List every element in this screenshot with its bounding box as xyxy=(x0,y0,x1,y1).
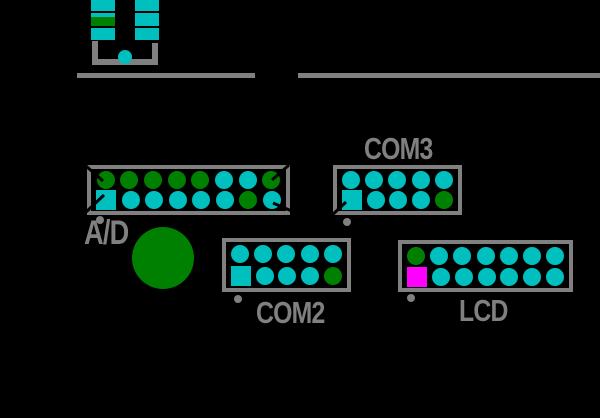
pin-circle xyxy=(523,267,542,286)
connector-label-com2: COM2 xyxy=(256,295,325,330)
pin-circle xyxy=(434,171,453,189)
pin-circle xyxy=(388,171,407,189)
big-green-circle xyxy=(132,227,194,289)
pin1-marker-dot xyxy=(407,294,415,302)
pin1-marker-dot xyxy=(96,216,104,224)
connector-lcd xyxy=(398,240,573,292)
bracket-bar xyxy=(92,41,98,65)
pin-row xyxy=(226,265,347,287)
connector-label-ad: A/D xyxy=(84,214,129,252)
pin-circle xyxy=(453,246,472,265)
pin-row xyxy=(91,190,286,210)
pin-row xyxy=(337,190,458,210)
pin-circle xyxy=(454,267,473,286)
connector-label-lcd: LCD xyxy=(459,293,508,328)
pin-circle xyxy=(365,171,384,189)
pin-circle xyxy=(143,171,162,189)
connector-com2 xyxy=(222,238,351,292)
bead-circle xyxy=(118,50,132,64)
pin-circle xyxy=(231,245,250,263)
pin-circle xyxy=(477,267,496,286)
pin-circle xyxy=(499,246,518,265)
pin-circle xyxy=(301,267,320,285)
bracket-bar xyxy=(152,43,158,65)
pin-circle xyxy=(324,267,343,285)
pin-circle xyxy=(435,191,454,209)
pin-circle xyxy=(96,171,115,189)
pin-circle xyxy=(431,267,450,286)
pin-circle xyxy=(262,171,281,189)
pin-row xyxy=(402,245,569,266)
pin-circle xyxy=(214,171,233,189)
pin-circle xyxy=(476,246,495,265)
pin1-square xyxy=(341,190,362,210)
pin-circle xyxy=(121,191,140,209)
pin-circle xyxy=(407,246,426,265)
component-block xyxy=(91,0,115,11)
pin-circle xyxy=(167,171,186,189)
pin-circle xyxy=(238,171,257,189)
pin-circle xyxy=(120,171,139,189)
pin-circle xyxy=(500,267,519,286)
pin1-marker-dot xyxy=(343,218,351,226)
pin-circle xyxy=(191,171,210,189)
pin-circle xyxy=(145,191,164,209)
pin-circle xyxy=(389,191,408,209)
pin-circle xyxy=(192,191,211,209)
pin-circle xyxy=(342,171,361,189)
board-edge-rail xyxy=(77,73,255,78)
pin-circle xyxy=(546,267,565,286)
pin-circle xyxy=(430,246,449,265)
pin-row xyxy=(91,170,286,190)
pin-row xyxy=(402,266,569,287)
pin-circle xyxy=(300,245,319,263)
pin-circle xyxy=(545,246,564,265)
pin1-square xyxy=(96,190,117,210)
pin1-marker-dot xyxy=(234,295,242,303)
pin-circle xyxy=(215,191,234,209)
pin-circle xyxy=(522,246,541,265)
component-block xyxy=(135,0,159,11)
connector-com3 xyxy=(333,165,462,215)
pin-row xyxy=(337,170,458,190)
connector-label-com3: COM3 xyxy=(364,131,433,166)
pin-circle xyxy=(255,267,274,285)
pin-row xyxy=(226,243,347,265)
component-block xyxy=(91,28,115,40)
pin-circle xyxy=(366,191,385,209)
pin1-square xyxy=(406,266,427,287)
pin-circle xyxy=(412,191,431,209)
component-block xyxy=(135,28,159,40)
pin-circle xyxy=(323,245,342,263)
pin-circle xyxy=(411,171,430,189)
connector-ad xyxy=(87,165,290,215)
pin1-square xyxy=(230,266,251,286)
pin-circle xyxy=(262,191,281,209)
component-block xyxy=(135,13,159,26)
pin-circle xyxy=(278,267,297,285)
board-edge-rail xyxy=(298,73,600,78)
pin-circle xyxy=(277,245,296,263)
pin-circle xyxy=(239,191,258,209)
pin-circle xyxy=(254,245,273,263)
pin-circle xyxy=(168,191,187,209)
component-block xyxy=(91,13,115,26)
